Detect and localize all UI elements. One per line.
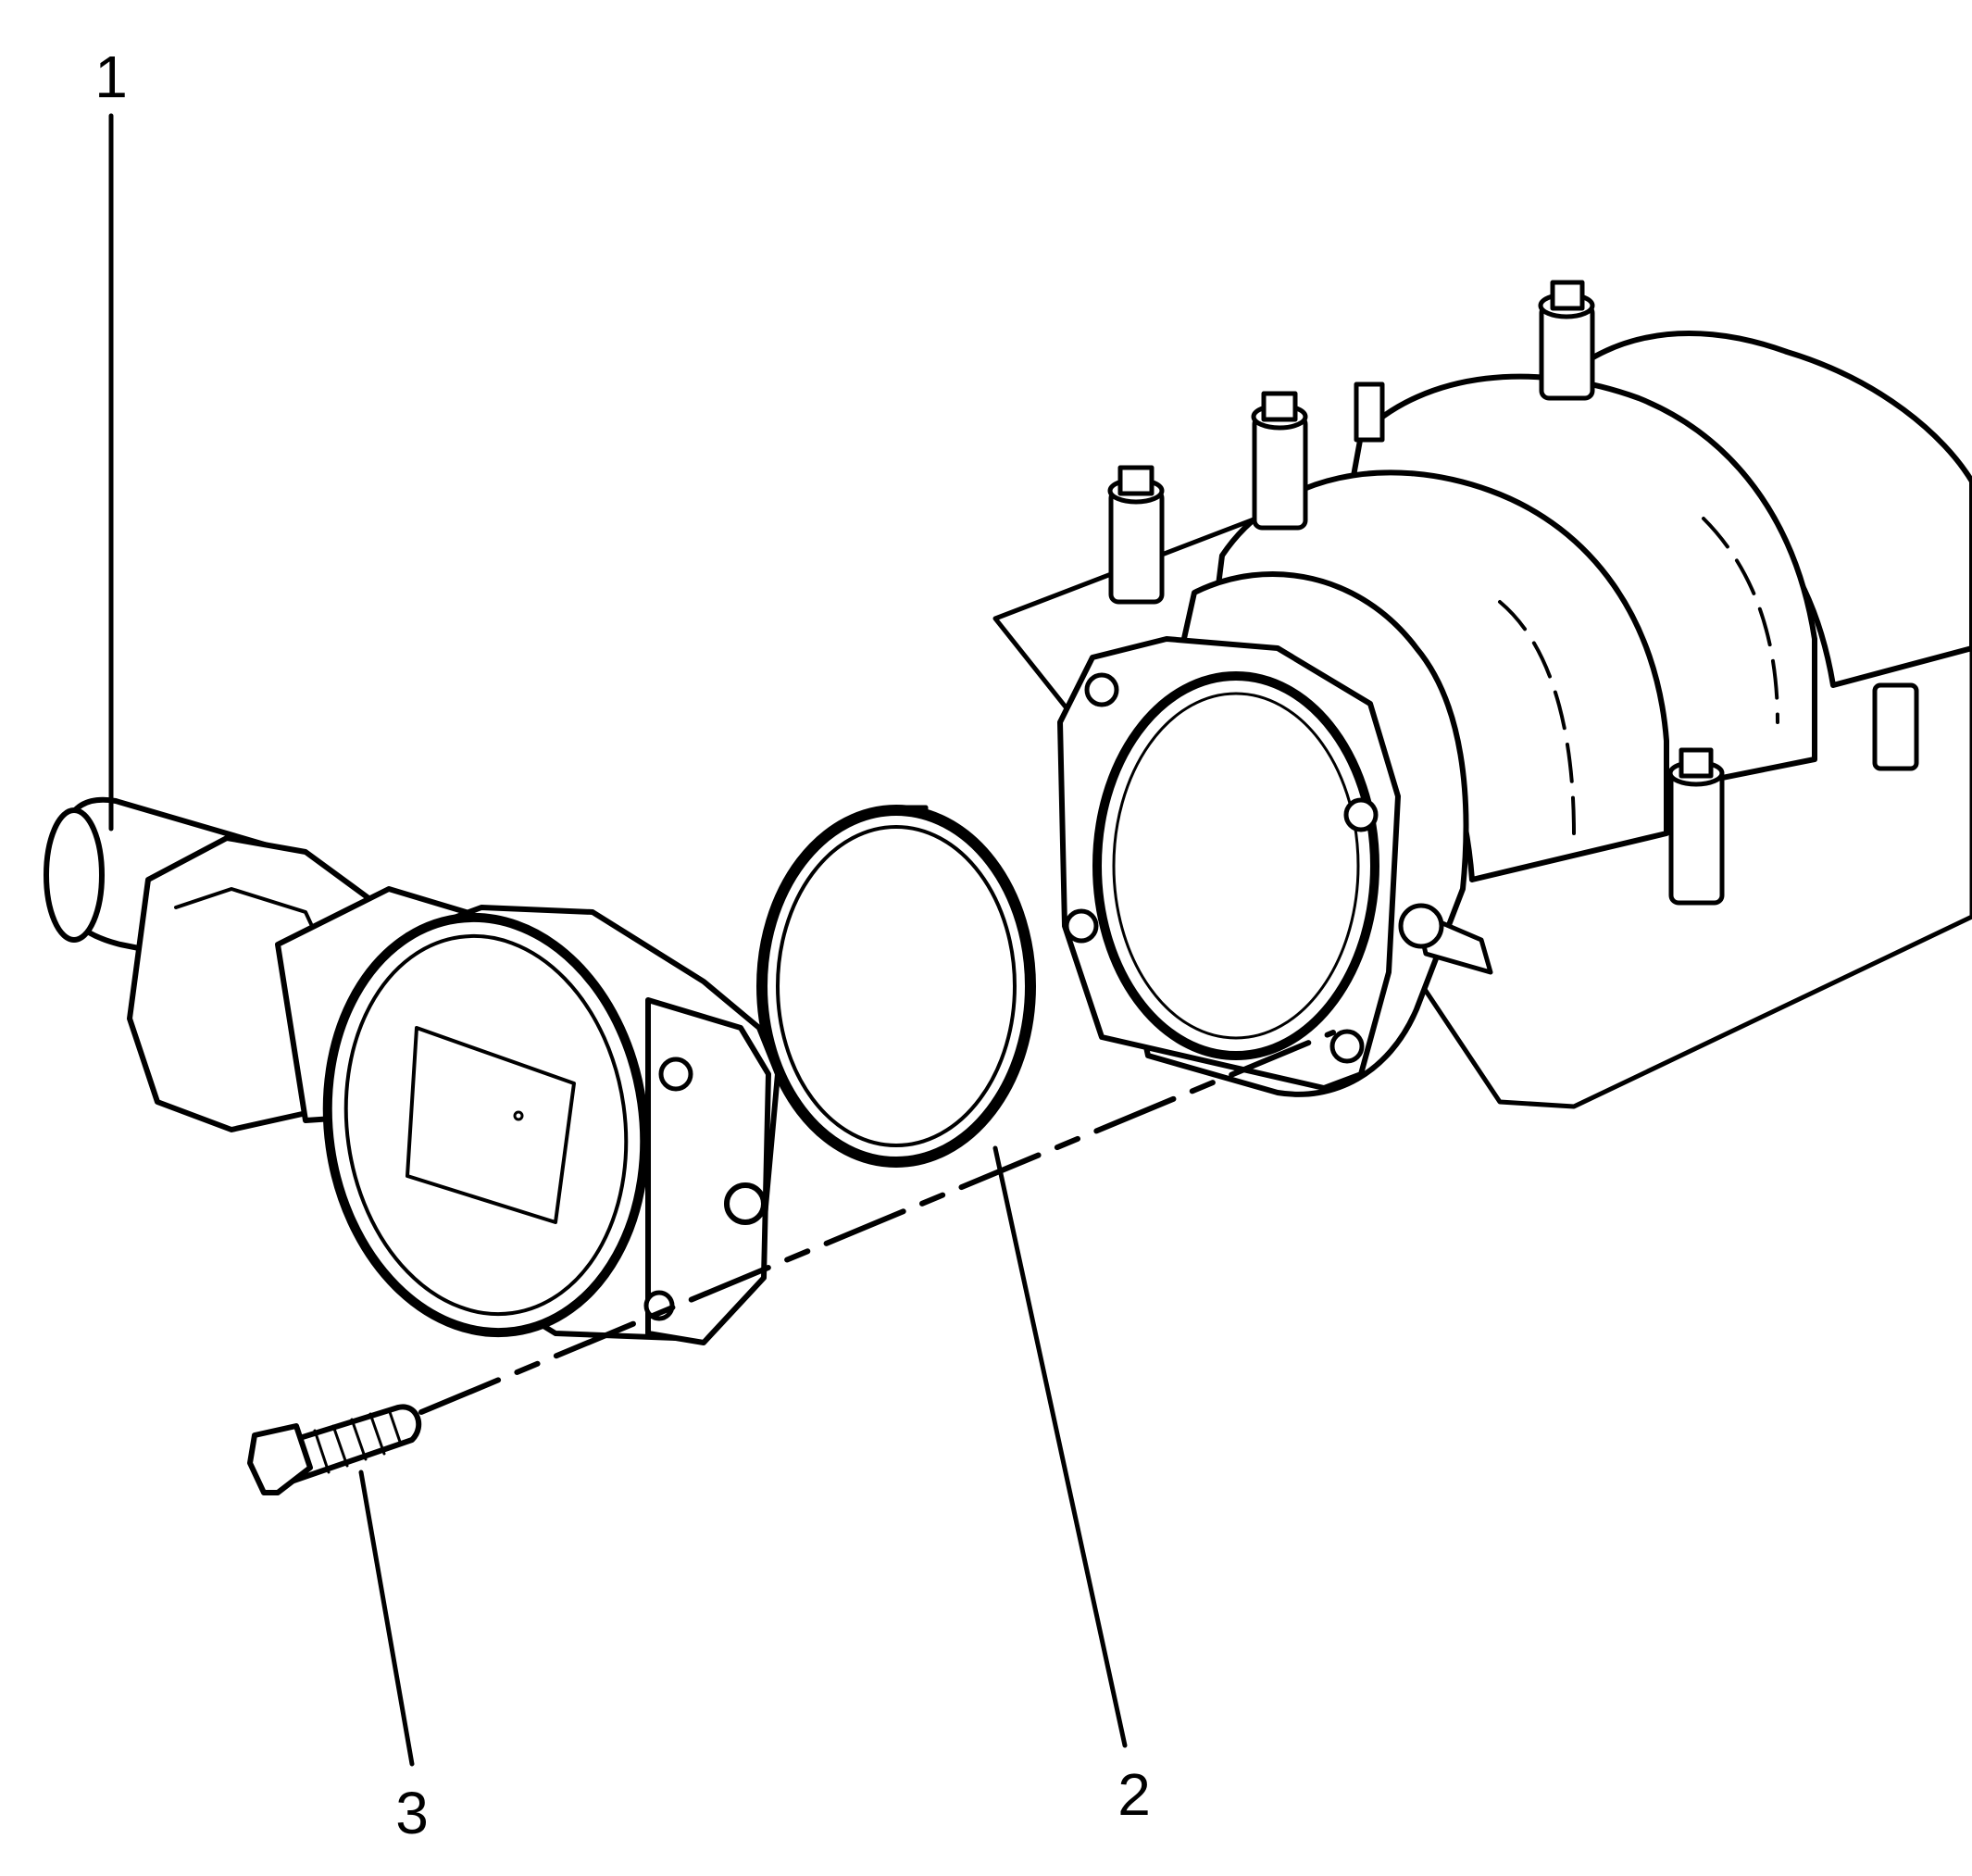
injector-bosses bbox=[1107, 280, 1919, 906]
assembly-centerline bbox=[418, 1030, 1336, 1415]
callout-3: 3 bbox=[395, 1780, 429, 1846]
leader-line-3 bbox=[358, 1470, 415, 1767]
bolt bbox=[247, 1404, 422, 1495]
leader-line-2 bbox=[992, 1145, 1128, 1748]
throttle-body bbox=[44, 796, 780, 1345]
gasket bbox=[756, 805, 1036, 1168]
callout-1: 1 bbox=[94, 44, 128, 110]
intake-manifold bbox=[992, 280, 1972, 1109]
callout-2: 2 bbox=[1117, 1761, 1151, 1828]
